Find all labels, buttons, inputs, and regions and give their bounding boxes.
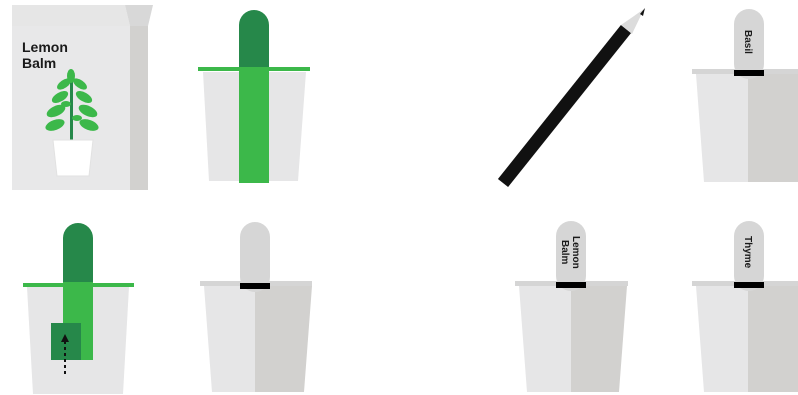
cup-folding-marker xyxy=(23,223,134,394)
cup-body-left xyxy=(696,286,748,392)
cup-body-right xyxy=(255,286,312,392)
packet-title-line2: Balm xyxy=(22,55,56,71)
gray-marker-blank xyxy=(240,222,270,292)
cup-blank-marker xyxy=(200,222,312,392)
cup-body-right xyxy=(571,286,627,392)
packet-side xyxy=(130,26,148,190)
cup-rim-green xyxy=(198,67,310,71)
marker-label-thyme: Thyme xyxy=(742,236,753,269)
marker-band xyxy=(734,282,764,288)
marker-band xyxy=(240,283,270,289)
packet-title-line1: Lemon xyxy=(22,39,68,55)
marker-band xyxy=(556,282,586,288)
cup-body-left xyxy=(519,286,571,392)
packet-top-flap xyxy=(12,5,130,26)
cup-basil: Basil xyxy=(692,9,798,182)
cup-body-right xyxy=(748,286,798,392)
cup-thyme: Thyme xyxy=(692,221,798,392)
cup-rim-green xyxy=(23,283,134,287)
cup-body-right xyxy=(748,74,798,182)
marker-label-lemon-balm-line1: Lemon xyxy=(570,236,581,269)
cup-body-left xyxy=(204,286,255,392)
cup-body-left xyxy=(696,74,748,182)
marker-label-basil: Basil xyxy=(742,30,753,54)
pencil-body xyxy=(503,29,626,183)
seed-packet: Lemon Balm xyxy=(12,5,153,190)
pencil xyxy=(503,8,645,183)
plant-pot xyxy=(53,140,93,176)
marker-band xyxy=(734,70,764,76)
green-marker-stem xyxy=(239,68,269,183)
cup-lemon-balm: Lemon Balm xyxy=(515,221,628,392)
marker-label-lemon-balm-line2: Balm xyxy=(559,240,570,265)
cup-with-green-marker xyxy=(198,10,310,183)
